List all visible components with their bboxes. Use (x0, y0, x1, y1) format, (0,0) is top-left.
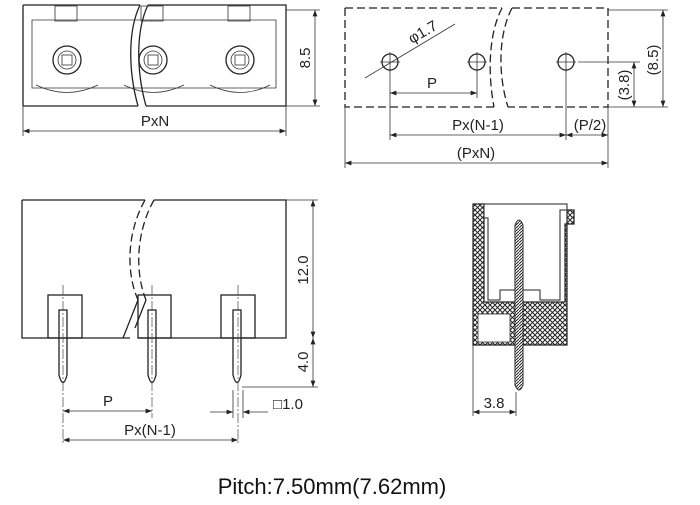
hole-offset-label: (3.8) (616, 70, 633, 101)
front-width-label: PxN (141, 113, 169, 130)
top-width-label: (PxN) (457, 145, 495, 162)
side-view: 12.0 4.0 □1.0 P Px(N-1) (21, 199, 318, 445)
pin-hole (380, 52, 576, 72)
top-view: φ1.7 P Px(N-1) (P/2) (PxN) (3.8) (8.5) (344, 7, 668, 168)
front-height-label: 8.5 (297, 48, 314, 69)
top-height-label: (8.5) (645, 45, 662, 76)
terminal-screw (52, 45, 255, 75)
pitch-caption: Pitch:7.50mm(7.62mm) (218, 474, 447, 499)
section-depth-label: 3.8 (484, 395, 505, 412)
top-pitch-label: P (427, 75, 437, 92)
pin-length-label: 4.0 (295, 352, 312, 373)
body-height-label: 12.0 (295, 255, 312, 284)
side-pitch-label: P (103, 393, 113, 410)
pin-size-label: □1.0 (273, 396, 303, 413)
side-span-label: Px(N-1) (124, 422, 176, 439)
front-view: 8.5 PxN (22, 4, 320, 136)
top-span-label: Px(N-1) (452, 117, 504, 134)
section-view: 3.8 (472, 203, 575, 416)
pin (47, 294, 256, 384)
half-pitch-label: (P/2) (574, 117, 607, 134)
